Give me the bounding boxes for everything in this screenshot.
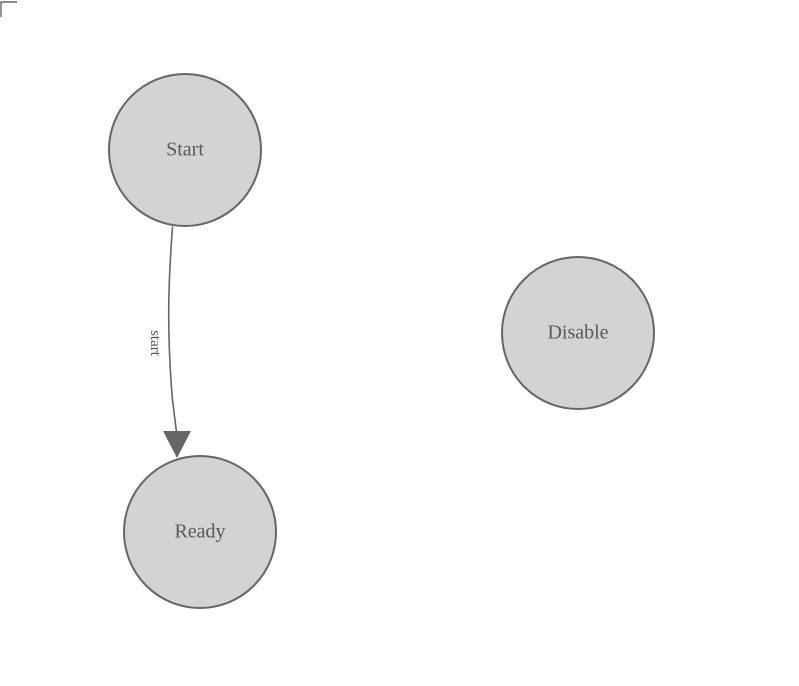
arrowhead-icon bbox=[163, 431, 191, 458]
edge-label-start: start bbox=[147, 330, 163, 357]
state-node-start-label: Start bbox=[166, 139, 204, 161]
crop-corner-bracket-icon bbox=[0, 1, 17, 17]
state-node-disable-circle bbox=[501, 256, 655, 410]
state-node-start-circle bbox=[108, 73, 262, 227]
edge-path bbox=[167, 226, 178, 433]
edge-start-to-ready[interactable]: start bbox=[147, 226, 191, 459]
state-node-ready-circle bbox=[123, 455, 277, 609]
state-node-disable-label: Disable bbox=[547, 322, 608, 344]
state-node-start[interactable]: Start bbox=[108, 73, 262, 227]
state-node-disable[interactable]: Disable bbox=[501, 256, 655, 410]
state-node-ready[interactable]: Ready bbox=[123, 455, 277, 609]
state-node-ready-label: Ready bbox=[174, 521, 225, 543]
